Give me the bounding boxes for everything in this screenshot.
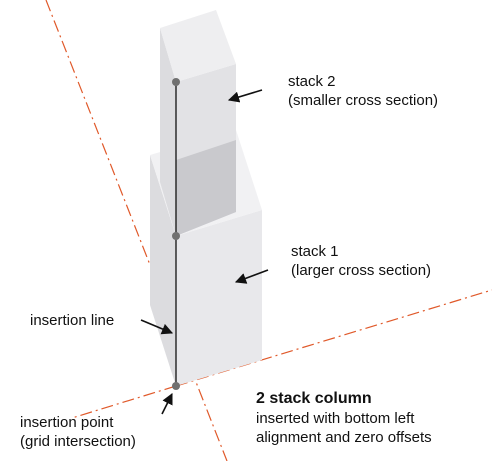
stack1-label: stack 1 (larger cross section) [291,242,431,280]
insertion-point-label: insertion point (grid intersection) [20,413,136,451]
insertion-point-marker [172,382,180,390]
stack1-title: stack 1 [291,243,339,260]
caption-line-1: inserted with bottom left [256,410,415,427]
stack2-arrow [227,89,263,103]
stack2-base-point [172,78,180,86]
stack2-label: stack 2 (smaller cross section) [288,72,438,110]
insertion-point-arrow [161,392,173,415]
caption-line-2: alignment and zero offsets [256,429,432,446]
stack-junction-point [172,232,180,240]
stack2-overlap-shadow [176,140,236,236]
stack1-arrow [234,269,269,284]
caption-title: 2 stack column [256,390,372,407]
caption: 2 stack column inserted with bottom left… [256,389,432,447]
stack1-subtitle: (larger cross section) [291,262,432,279]
insertion-point-subtitle: (grid intersection) [20,433,136,450]
stack2-subtitle: (smaller cross section) [288,92,439,109]
grid-line-vertical [45,0,228,461]
insertion-line-arrow [140,319,174,335]
stack2-front-face [160,28,176,236]
stack2-top-face [160,10,236,82]
stack2-title: stack 2 [288,73,336,90]
stack1-side-face [176,210,262,386]
insertion-point-title: insertion point [20,414,114,431]
insertion-line-text: insertion line [30,312,115,329]
grid-line-diagonal-lower [71,385,177,419]
insertion-line-label: insertion line [30,311,114,330]
